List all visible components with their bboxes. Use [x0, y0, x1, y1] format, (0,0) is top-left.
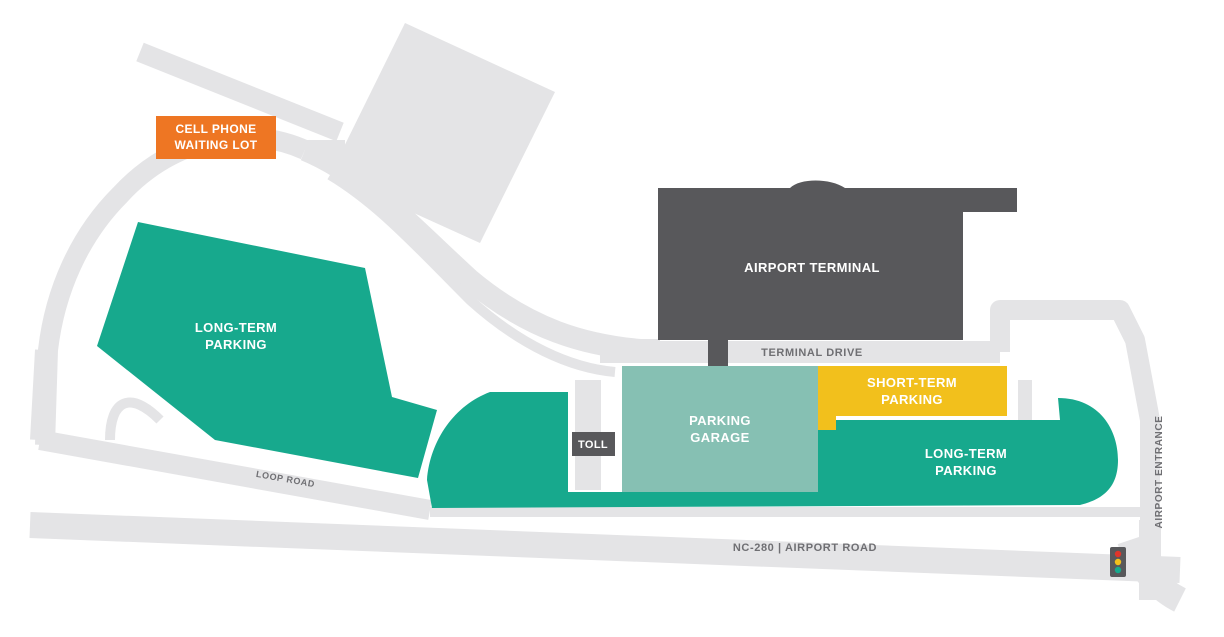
gray-structure-north — [330, 23, 555, 243]
short-term-label-1: SHORT-TERM — [867, 375, 957, 390]
cell-phone-lot-label-1: CELL PHONE — [175, 122, 256, 136]
road-inner-loop-2 — [327, 170, 616, 377]
cell-phone-waiting-lot — [156, 116, 276, 159]
airport-entrance-label: AIRPORT ENTRANCE — [1154, 416, 1165, 529]
road-loop-road — [38, 430, 432, 520]
long-term-east-label-2: PARKING — [935, 463, 997, 478]
terminal-label: AIRPORT TERMINAL — [744, 260, 880, 275]
road-nc280 — [29, 512, 1181, 583]
road-northwest-diagonal — [136, 42, 344, 142]
cell-phone-lot-label-2: WAITING LOT — [174, 138, 257, 152]
road-west-inner-curve — [105, 397, 164, 441]
long-term-east-label-1: LONG-TERM — [925, 446, 1007, 461]
parking-garage-label-2: GARAGE — [690, 430, 749, 445]
toll-label: TOLL — [578, 439, 608, 451]
long-term-west-label-2: PARKING — [205, 337, 267, 352]
terminal-drive-label: TERMINAL DRIVE — [761, 347, 863, 359]
airport-road-label: NC-280 | AIRPORT ROAD — [733, 542, 877, 554]
parking-garage — [622, 366, 818, 492]
long-term-parking-west — [97, 222, 437, 478]
gray-structure-connector — [305, 140, 345, 162]
long-term-west-label-1: LONG-TERM — [195, 320, 277, 335]
short-term-label-2: PARKING — [881, 392, 943, 407]
short-term-parking — [818, 366, 1007, 430]
toll-booth — [572, 432, 615, 456]
road-west-vertical — [30, 349, 55, 441]
road-east-loop — [990, 300, 1160, 520]
long-term-parking-east — [427, 392, 1118, 508]
parking-garage-label-1: PARKING — [689, 413, 751, 428]
traffic-light-icon — [1110, 547, 1126, 577]
airport-terminal — [658, 180, 1017, 366]
road-south-curve — [1117, 535, 1187, 612]
